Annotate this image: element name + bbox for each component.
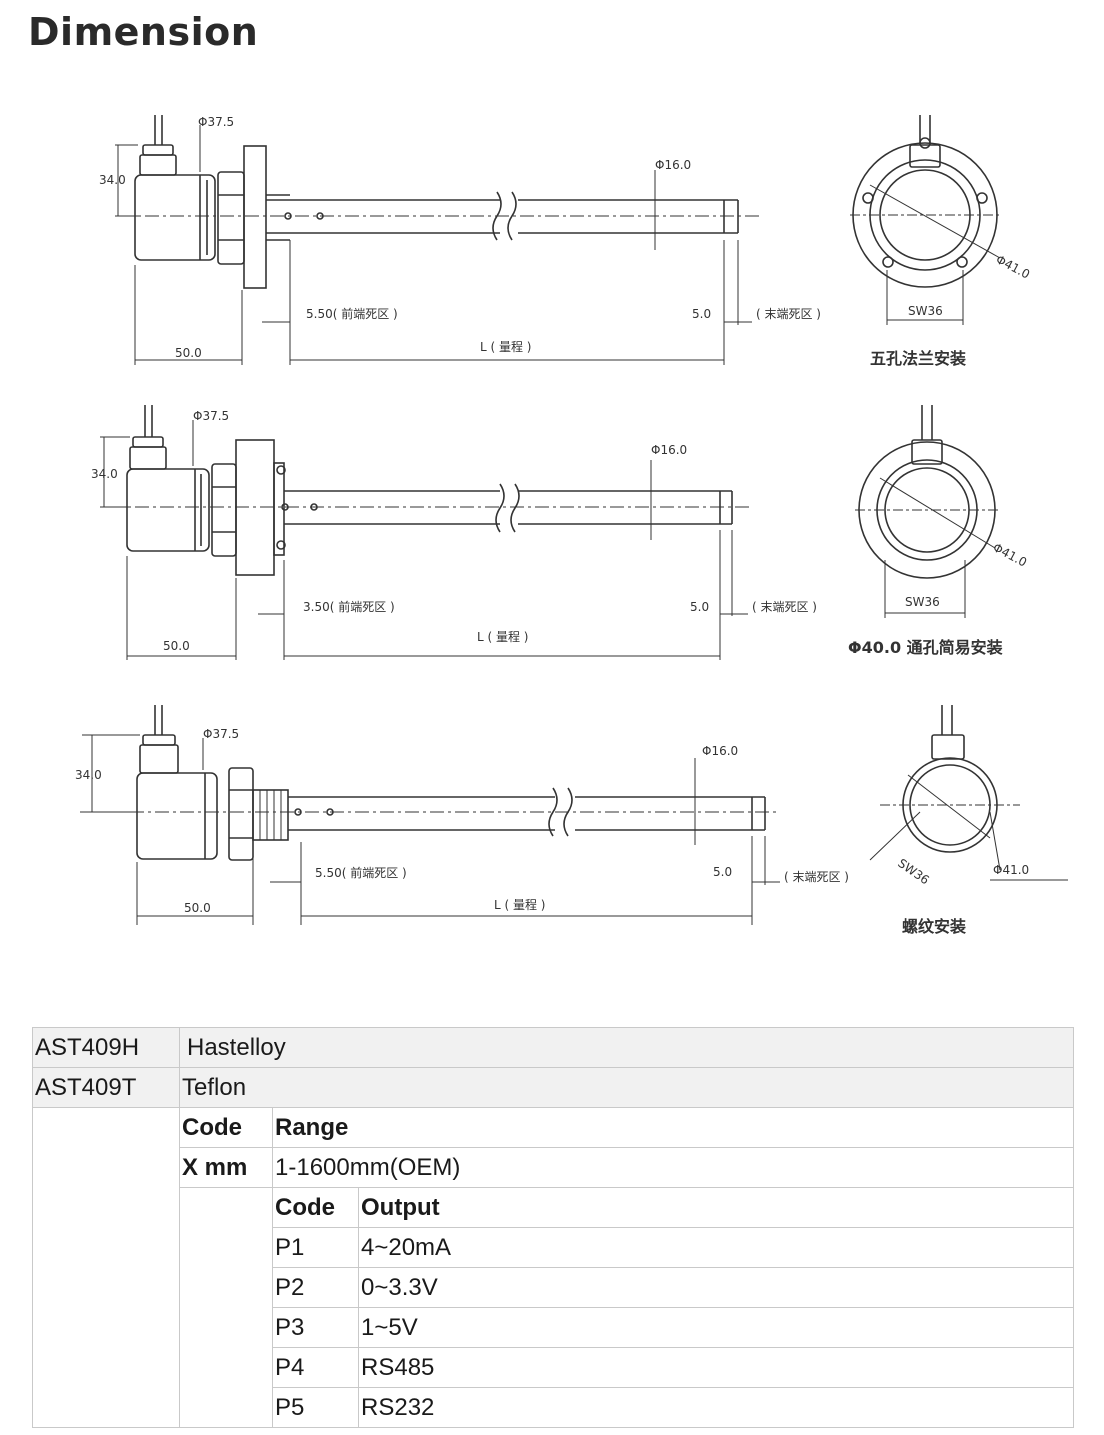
drawing-threaded [80, 705, 1068, 925]
body-diameter-label: Φ37.5 [203, 727, 239, 741]
output-code-cell: P1 [272, 1227, 359, 1268]
height-label: 34.0 [99, 173, 126, 187]
probe-diameter-label: Φ16.0 [702, 744, 738, 758]
table-row: AST409T Teflon [32, 1067, 1074, 1108]
empty-cell [32, 1107, 180, 1428]
side-diameter-label: Φ41.0 [994, 252, 1033, 281]
model-code-cell: AST409H [32, 1027, 180, 1068]
output-value-cell: RS232 [358, 1387, 1074, 1428]
probe-diameter-label: Φ16.0 [651, 443, 687, 457]
table-row: AST409H Hastelloy [32, 1027, 1074, 1068]
material-cell: Teflon [179, 1067, 1074, 1108]
output-code-cell: P2 [272, 1267, 359, 1308]
probe-diameter-label: Φ16.0 [655, 158, 691, 172]
body-length-label: 50.0 [184, 901, 211, 915]
output-code-cell: P5 [272, 1387, 359, 1428]
end-value-label: 5.0 [713, 865, 732, 879]
mount-caption: Φ40.0 通孔简易安装 [848, 638, 1003, 657]
mount-caption: 螺纹安装 [902, 917, 966, 936]
side-diameter-label: Φ41.0 [993, 863, 1029, 877]
output-header: Output [358, 1187, 1074, 1228]
drawing-threaded-labels: Φ37.5 34.0 Φ16.0 5.50( 前端死区 ) 5.0 ( 末端死区… [75, 727, 1029, 936]
end-dead-zone-label: ( 末端死区 ) [752, 600, 817, 614]
end-value-label: 5.0 [692, 307, 711, 321]
table-row: Code Range [32, 1107, 1074, 1428]
output-value-cell: 1~5V [358, 1307, 1074, 1348]
body-diameter-label: Φ37.5 [193, 409, 229, 423]
range-header: Range [272, 1107, 1074, 1148]
dimension-drawings: Φ37.5 34.0 Φ16.0 5.50( 前端死区 ) 5.0 ( 末端死区… [75, 115, 1068, 936]
output-value-cell: RS485 [358, 1347, 1074, 1388]
mount-caption: 五孔法兰安装 [870, 349, 966, 368]
height-label: 34.0 [91, 467, 118, 481]
range-code-cell: X mm [179, 1147, 273, 1188]
body-length-label: 50.0 [163, 639, 190, 653]
table-row: X mm 1-1600mm(OEM) [33, 1147, 1074, 1188]
end-dead-zone-label: ( 末端死区 ) [784, 870, 849, 884]
output-code-header: Code [272, 1187, 359, 1228]
empty-cell [179, 1187, 273, 1428]
end-dead-zone-label: ( 末端死区 ) [756, 307, 821, 321]
drawing-flange-labels: Φ37.5 34.0 Φ16.0 5.50( 前端死区 ) 5.0 ( 末端死区… [99, 115, 1032, 368]
body-length-label: 50.0 [175, 346, 202, 360]
output-value-cell: 0~3.3V [358, 1267, 1074, 1308]
length-label: L ( 量程 ) [477, 629, 529, 644]
drawing-flange [115, 115, 1001, 365]
table-row: P4 RS485 [33, 1347, 1074, 1388]
drawing-through-hole [100, 405, 1000, 660]
range-code-header: Code [179, 1107, 273, 1148]
range-value-cell: 1-1600mm(OEM) [272, 1147, 1074, 1188]
end-value-label: 5.0 [690, 600, 709, 614]
table-row: P1 4~20mA [33, 1227, 1074, 1268]
height-label: 34.0 [75, 768, 102, 782]
front-dead-zone-label: 5.50( 前端死区 ) [315, 865, 407, 880]
drawing-through-hole-labels: Φ37.5 34.0 Φ16.0 3.50( 前端死区 ) 5.0 ( 末端死区… [91, 409, 1029, 657]
table-row: Code Output [33, 1187, 1074, 1428]
length-label: L ( 量程 ) [494, 897, 546, 912]
table-row: P3 1~5V [33, 1307, 1074, 1348]
body-diameter-label: Φ37.5 [198, 115, 234, 129]
length-label: L ( 量程 ) [480, 339, 532, 354]
table-row: P2 0~3.3V [33, 1267, 1074, 1308]
output-value-cell: 4~20mA [358, 1227, 1074, 1268]
model-code-cell: AST409T [32, 1067, 180, 1108]
side-diameter-label: Φ41.0 [991, 540, 1030, 569]
front-dead-zone-label: 5.50( 前端死区 ) [306, 306, 398, 321]
material-cell: Hastelloy [179, 1027, 1074, 1068]
output-code-cell: P4 [272, 1347, 359, 1388]
wrench-size-label: SW36 [905, 595, 940, 609]
model-spec-table: AST409H Hastelloy AST409T Teflon Code Ra… [32, 1027, 1074, 1428]
page-title: Dimension [28, 10, 259, 54]
wrench-size-label: SW36 [908, 304, 943, 318]
front-dead-zone-label: 3.50( 前端死区 ) [303, 599, 395, 614]
table-row: P5 RS232 [33, 1387, 1074, 1428]
wrench-size-label: SW36 [895, 856, 932, 887]
output-code-cell: P3 [272, 1307, 359, 1348]
